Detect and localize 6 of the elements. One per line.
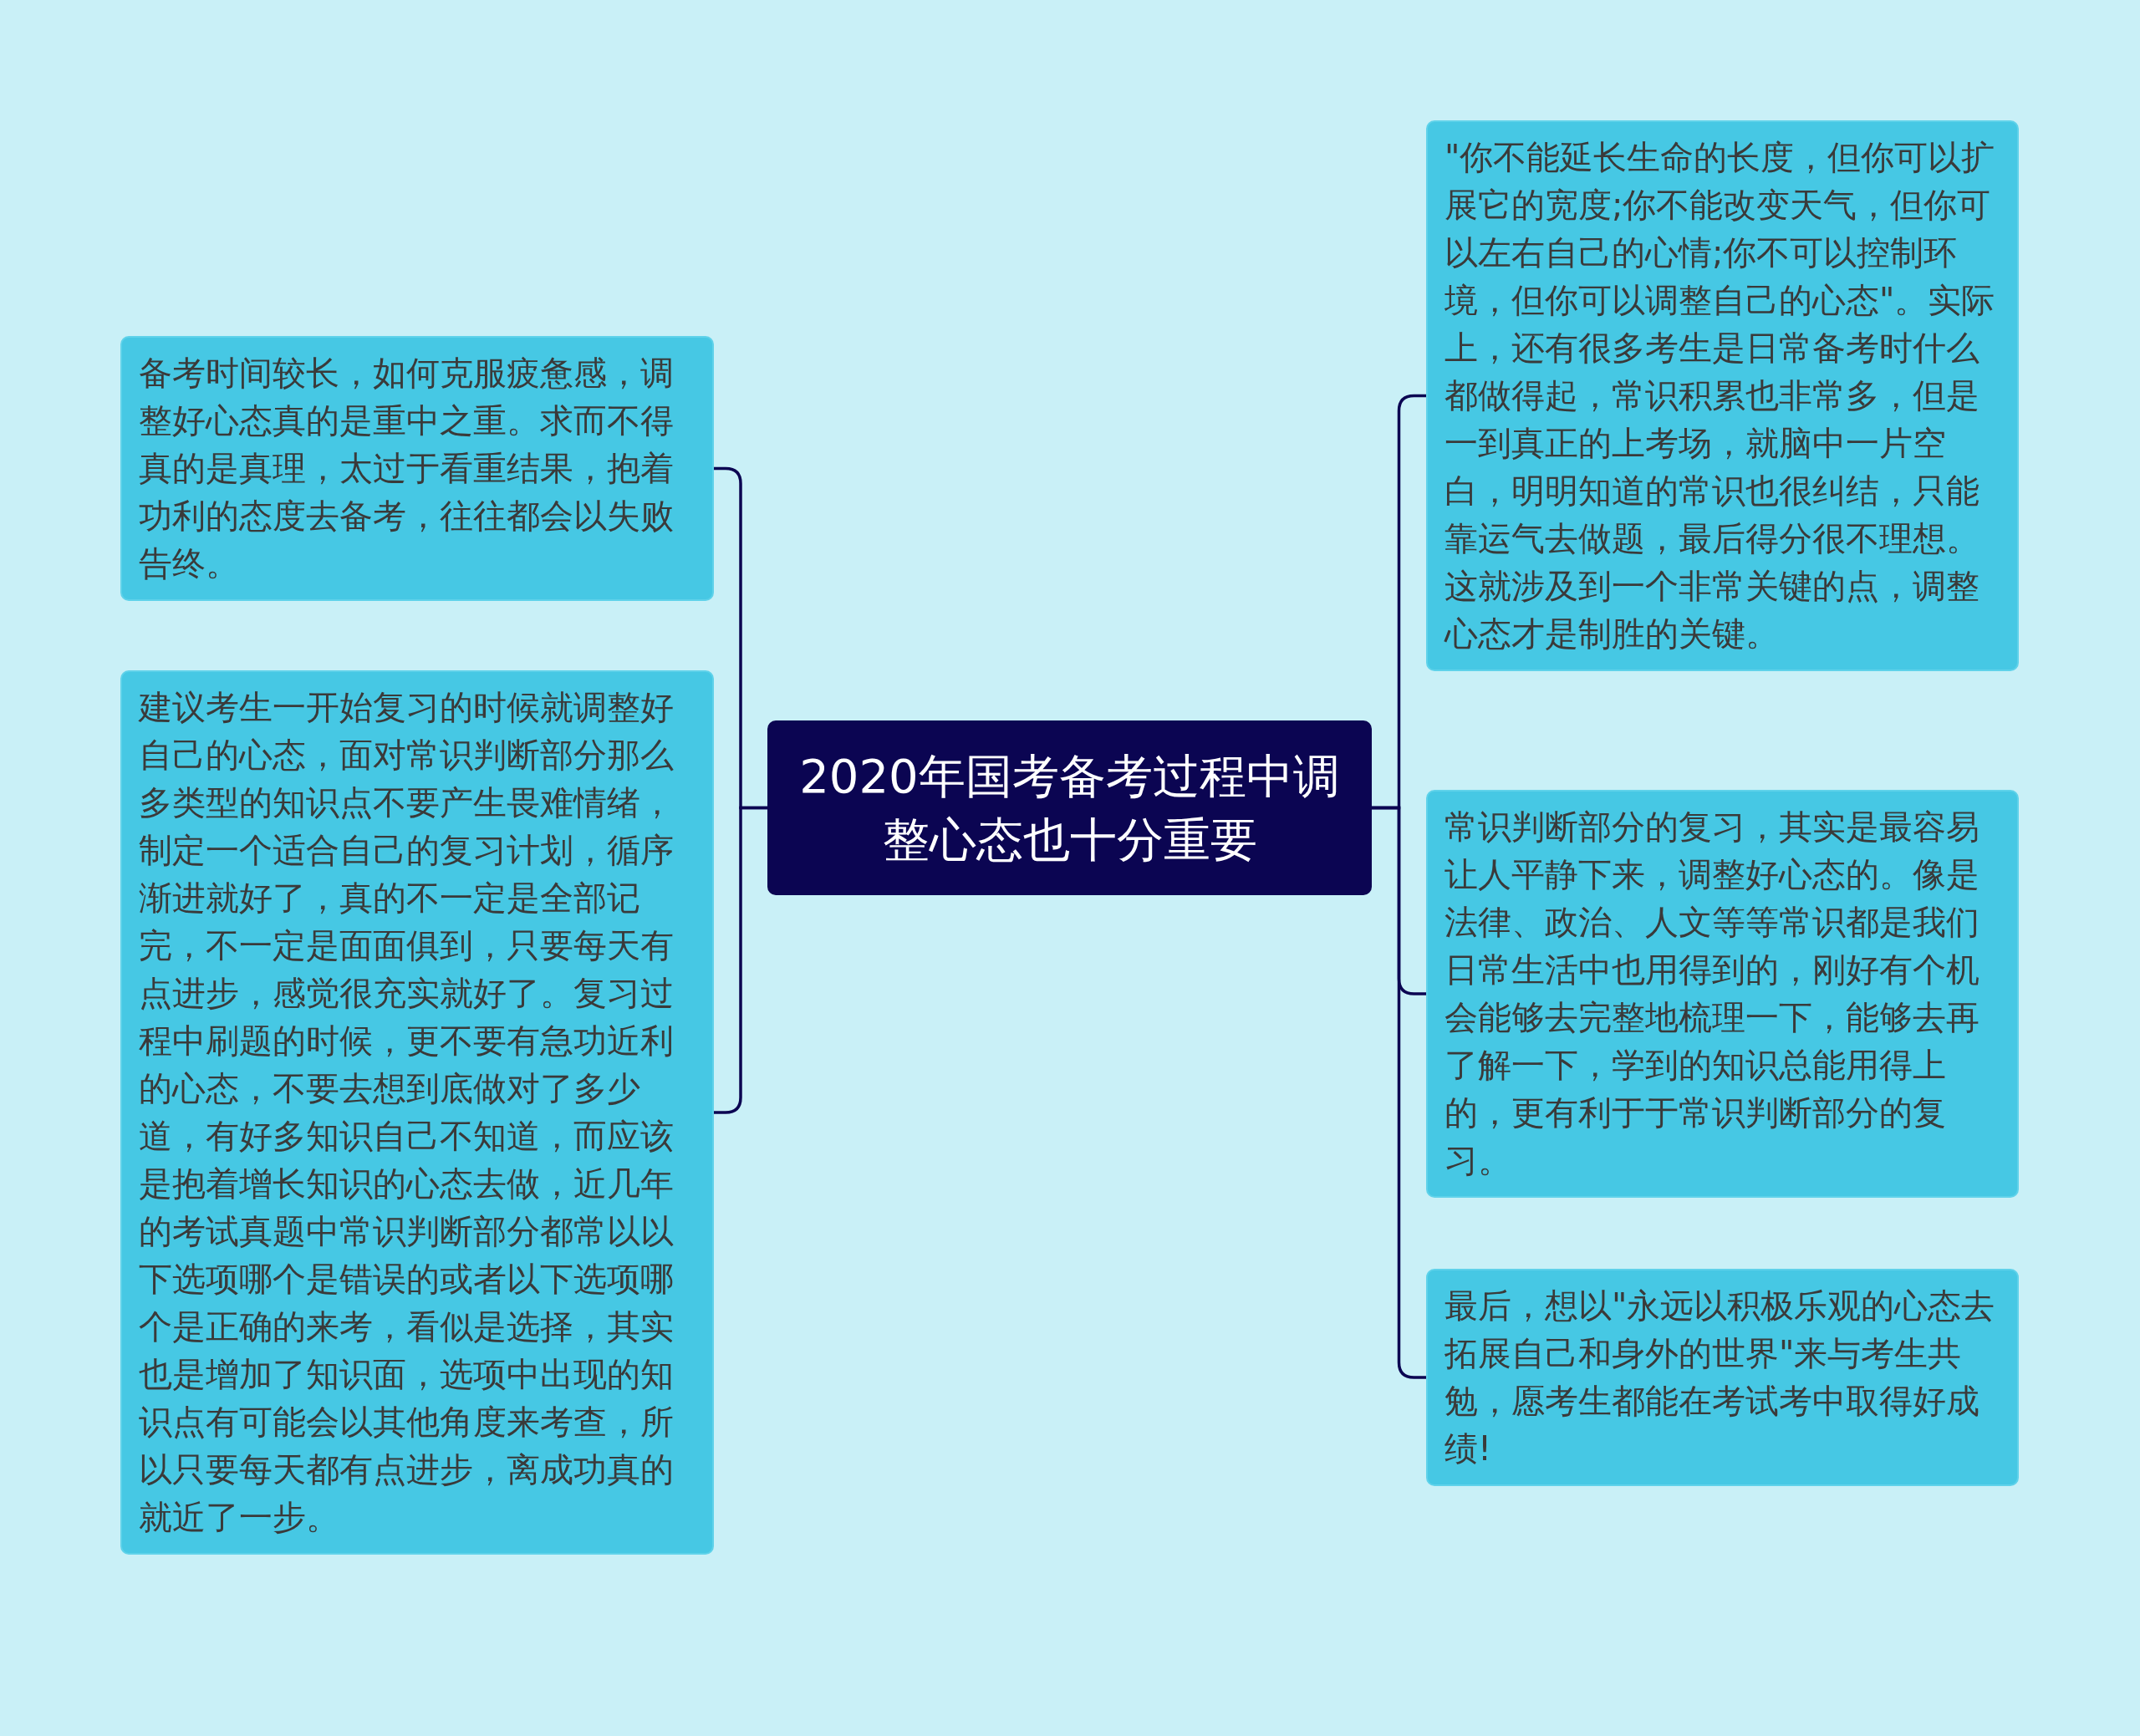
topic-box: 常识判断部分的复习，其实是最容易让人平静下来，调整好心态的。像是法律、政治、人文等等常识都是我们日常生活中也用得到的，刚好有个机会能够去完整地梳理一下，能够去再了解一下，学到的知识总能用得上的，更有利于于常识判断部分的复习。 <box>1426 790 2019 1198</box>
topic-box: "你不能延长生命的长度，但你可以扩展它的宽度;你不能改变天气，但你可以左右自己的心情;你不可以控制环境，但你可以调整自己的心态"。实际上，还有很多考生是日常备考时什么都做得起，常识积累也非常多，但是一到真正的上考场，就脑中一片空白，明明知道的常识也很纠结，只能靠运气去做题，最后得分很不理想。这就涉及到一个非常关键的点，调整心态才是制胜的关键。 <box>1426 120 2019 671</box>
central-topic-box: 2020年国考备考过程中调整心态也十分重要 <box>767 720 1372 895</box>
topic-box: 备考时间较长，如何克服疲惫感，调整好心态真的是重中之重。求而不得真的是真理，太过于看重结果，抱着功利的态度去备考，往往都会以失败告终。 <box>120 336 714 601</box>
topic-box: 建议考生一开始复习的时候就调整好自己的心态，面对常识判断部分那么多类型的知识点不要产生畏难情绪，制定一个适合自己的复习计划，循序渐进就好了，真的不一定是全部记完，不一定是面面俱到，只要每天有点进步，感觉很充实就好了。复习过程中刷题的时候，更不要有急功近利的心态，不要去想到底做对了多少道，有好多知识自己不知道，而应该是抱着增长知识的心态去做，近几年的考试真题中常识判断部分都常以以下选项哪个是错误的或者以下选项哪个是正确的来考，看似是选择，其实也是增加了知识面，选项中出现的知识点有可能会以其他角度来考查，所以只要每天都有点进步，离成功真的就近了一步。 <box>120 670 714 1555</box>
topic-box: 最后，想以"永远以积极乐观的心态去拓展自己和身外的世界"来与考生共勉，愿考生都能在考试考中取得好成绩! <box>1426 1269 2019 1486</box>
